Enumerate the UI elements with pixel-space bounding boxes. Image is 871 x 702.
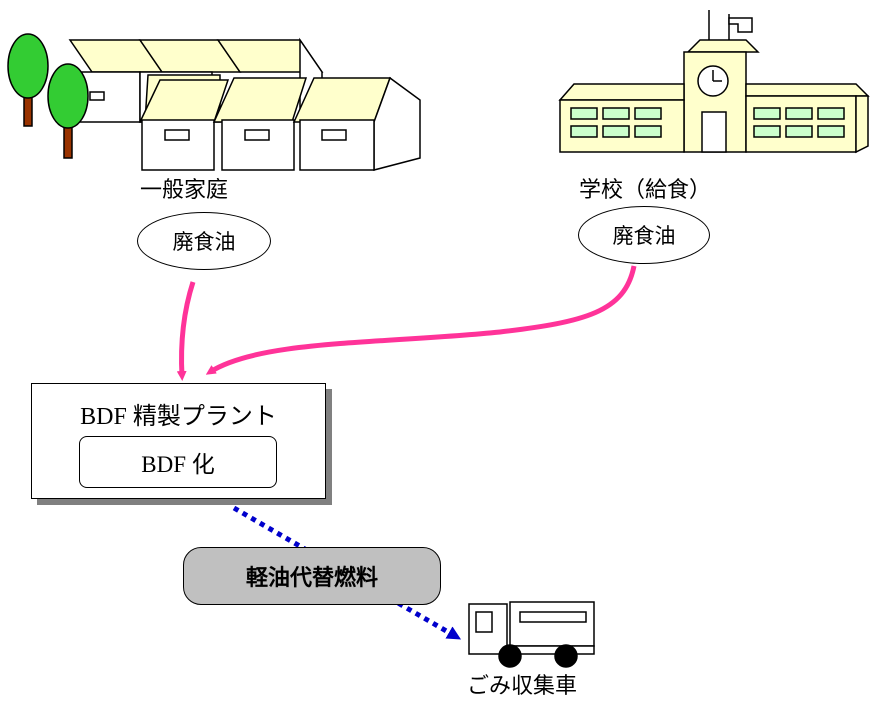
fuel-substitute-label: 軽油代替燃料 xyxy=(245,566,378,591)
household-oil-label: 廃食油 xyxy=(172,230,236,254)
bdf-process-label: BDF 化 xyxy=(141,452,215,477)
school-oil-ellipse: 廃食油 xyxy=(578,206,710,264)
household-oil-ellipse: 廃食油 xyxy=(137,212,271,270)
fuel-arrow xyxy=(232,505,462,640)
bdf-plant-box: BDF 精製プラント BDF 化 xyxy=(31,383,326,499)
school-label: 学校（給食） xyxy=(579,178,712,203)
bdf-plant-title: BDF 精製プラント xyxy=(80,404,277,430)
garbage-truck-label: ごみ収集車 xyxy=(467,674,578,699)
school-illustration xyxy=(558,10,870,154)
tree-2 xyxy=(47,63,89,159)
fuel-substitute-box: 軽油代替燃料 xyxy=(183,547,441,605)
houses-illustration xyxy=(68,37,421,171)
garbage-truck-illustration xyxy=(468,601,595,668)
household-label: 一般家庭 xyxy=(140,178,229,203)
house-front-3 xyxy=(292,76,421,171)
tree-1 xyxy=(7,33,49,127)
house-front-1 xyxy=(138,74,230,171)
oil-arrow-school xyxy=(205,265,637,375)
bdf-process-box: BDF 化 xyxy=(79,436,277,488)
oil-arrow-household xyxy=(176,281,196,381)
house-front-2 xyxy=(212,77,308,171)
school-oil-label: 廃食油 xyxy=(612,224,676,248)
